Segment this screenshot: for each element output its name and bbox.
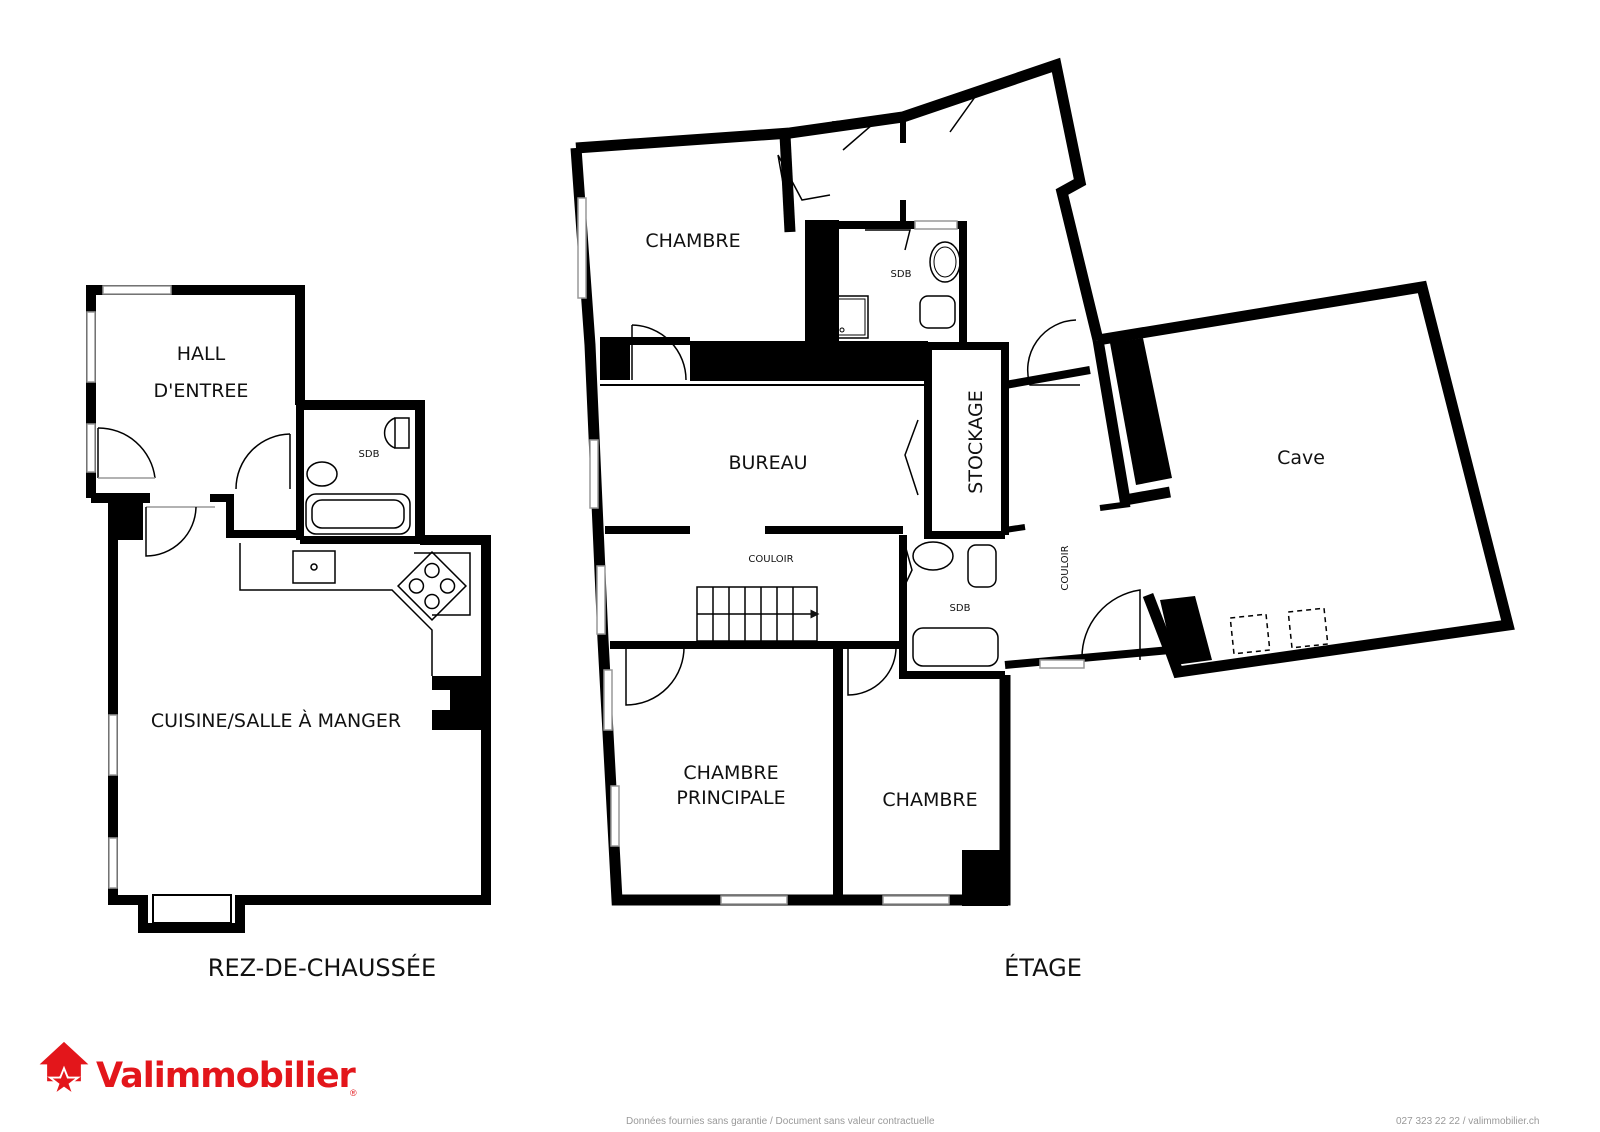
upper-floor-label: ÉTAGE bbox=[1004, 953, 1082, 982]
upper-sdb-top-label: SDB bbox=[891, 269, 912, 280]
cave-label: Cave bbox=[1277, 447, 1325, 469]
hall-label-line2: D'ENTREE bbox=[154, 380, 249, 402]
brand-name: Valimmobilier bbox=[96, 1056, 356, 1096]
couloir-label: COULOIR bbox=[748, 554, 793, 565]
kitchen-label: CUISINE/SALLE À MANGER bbox=[151, 709, 401, 732]
footer-disclaimer: Données fournies sans garantie / Documen… bbox=[626, 1116, 935, 1127]
ground-floor-plan bbox=[86, 285, 491, 933]
brand-registered-mark: ® bbox=[350, 1088, 357, 1098]
upper-sdb-mid-label: SDB bbox=[950, 603, 971, 614]
hall-label-line1: HALL bbox=[177, 343, 226, 365]
upper-floor-plan bbox=[570, 57, 1515, 906]
ground-sdb-label: SDB bbox=[359, 449, 380, 460]
stockage-label: STOCKAGE bbox=[965, 390, 987, 493]
chambre-principale-label-line2: PRINCIPALE bbox=[676, 787, 785, 809]
house-star-logo-icon bbox=[39, 1041, 89, 1097]
footer-contact: 027 323 22 22 / valimmobilier.ch bbox=[1396, 1116, 1540, 1127]
couloir-right-label: COULOIR bbox=[1060, 545, 1071, 590]
ground-floor-label: REZ-DE-CHAUSSÉE bbox=[208, 953, 436, 982]
chambre-principale-label-line1: CHAMBRE bbox=[683, 762, 778, 784]
bureau-label: BUREAU bbox=[728, 452, 807, 474]
chambre-top-label: CHAMBRE bbox=[645, 230, 740, 252]
chambre-bottom-label: CHAMBRE bbox=[882, 789, 977, 811]
